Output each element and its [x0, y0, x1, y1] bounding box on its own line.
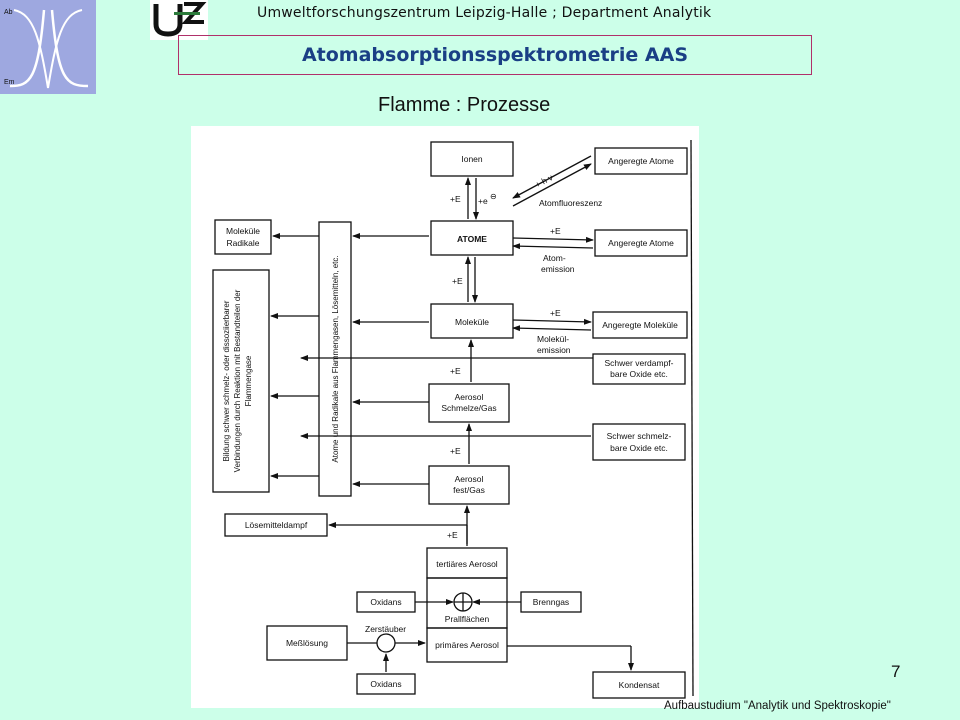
label-oxidans-top: Oxidans	[370, 597, 401, 607]
label-left-tall-1: Bildung schwer schmelz- oder dissoziierb…	[222, 300, 231, 461]
box-aerosol-schmelze	[428, 383, 510, 423]
label-ionen: Ionen	[461, 154, 483, 164]
box-angeregte-atome-1	[594, 147, 688, 175]
label-prallflaechen: Prallflächen	[445, 614, 490, 624]
box-molekuele-radikale	[214, 219, 272, 255]
label-loesemitteldampf: Lösemitteldampf	[245, 520, 308, 530]
label-atomemission-1: Atom-	[543, 253, 566, 263]
slide-title: Atomabsorptionsspektrometrie AAS	[301, 44, 689, 66]
label-molekuele: Moleküle	[455, 317, 489, 327]
label-oxidans-bottom: Oxidans	[370, 679, 401, 689]
box-loesemitteldampf	[224, 513, 328, 537]
label-plus-e-4: +E	[450, 446, 461, 456]
label-primaer: primäres Aerosol	[435, 640, 499, 650]
box-angeregte-atome-2	[594, 229, 688, 257]
box-kondensat	[592, 671, 686, 699]
label-schwer-schmelz-2: bare Oxide etc.	[610, 443, 668, 453]
box-schwer-verdampf	[592, 353, 686, 385]
box-oxidans-bottom	[356, 673, 416, 695]
label-molekuelemission-1: Molekül-	[537, 334, 569, 344]
label-left-tall-2: Verbindungen durch Reaktion mit Bestandt…	[233, 289, 242, 472]
label-plus-e-5: +E	[447, 530, 458, 540]
institute-header: Umweltforschungszentrum Leipzig-Halle ; …	[257, 5, 712, 21]
logo-label-bottom: Em	[4, 79, 15, 86]
label-atome: ATOME	[457, 234, 487, 244]
label-schwer-verdampf-2: bare Oxide etc.	[610, 369, 668, 379]
label-plus-e-minus: +e	[478, 196, 488, 206]
label-tertiaer: tertiäres Aerosol	[436, 559, 498, 569]
label-plus-e-6: +E	[550, 226, 561, 236]
footer-course: Aufbaustudium "Analytik und Spektroskopi…	[664, 700, 891, 712]
box-primaer	[426, 627, 508, 663]
label-aerosol-schmelze-2: Schmelze/Gas	[441, 403, 496, 413]
label-aerosol-fest-1: Aerosol	[455, 474, 484, 484]
label-angeregte-molekuele: Angeregte Moleküle	[602, 320, 678, 330]
flame-process-diagram: Ionen ATOME Moleküle Aerosol Schmelze/Ga…	[191, 126, 699, 708]
label-molekuele-radikale-2: Radikale	[226, 238, 259, 248]
label-minus-sign: ⊖	[490, 192, 497, 201]
label-kondensat: Kondensat	[619, 680, 660, 690]
label-plus-e-7: +E	[550, 308, 561, 318]
label-schwer-verdampf-1: Schwer verdampf-	[605, 358, 674, 368]
label-left-tall-3: Flammengase	[244, 355, 253, 406]
label-zerstaeuber: Zerstäuber	[365, 624, 406, 634]
label-aerosol-schmelze-1: Aerosol	[455, 392, 484, 402]
label-plus-e-2: +E	[452, 276, 463, 286]
label-angeregte-atome-2: Angeregte Atome	[608, 238, 674, 248]
label-h-nu: + h ν	[533, 172, 554, 190]
label-atomemission-2: emission	[541, 264, 575, 274]
box-mid-tall	[318, 221, 352, 497]
label-molekuele-radikale-1: Moleküle	[226, 226, 260, 236]
slide-subtitle: Flamme : Prozesse	[378, 94, 551, 116]
label-messloesung: Meßlösung	[286, 638, 328, 648]
label-brenngas: Brenngas	[533, 597, 569, 607]
label-angeregte-atome-1: Angeregte Atome	[608, 156, 674, 166]
process-flow-chart: Ionen ATOME Moleküle Aerosol Schmelze/Ga…	[212, 139, 694, 699]
label-aerosol-fest-2: fest/Gas	[453, 485, 485, 495]
box-molekuele	[430, 303, 514, 339]
label-molekuelemission-2: emission	[537, 345, 571, 355]
label-mid-tall: Atome und Radikale aus Flammengasen, Lös…	[331, 255, 340, 462]
box-aerosol-fest	[428, 465, 510, 505]
label-plus-e-3: +E	[450, 366, 461, 376]
ufz-logo	[150, 0, 208, 40]
box-angeregte-molekuele	[592, 311, 688, 339]
ufz-department-logo: Ab Em	[0, 0, 96, 94]
box-schwer-schmelz	[592, 423, 686, 461]
page-number: 7	[891, 662, 901, 681]
logo-label-top: Ab	[4, 9, 13, 16]
box-left-tall	[212, 269, 270, 493]
slide-title-box: Atomabsorptionsspektrometrie AAS	[178, 35, 812, 75]
spectral-line-icon: Ab Em	[0, 0, 96, 94]
label-schwer-schmelz-1: Schwer schmelz-	[607, 431, 672, 441]
label-atomfluoreszenz: Atomfluoreszenz	[539, 198, 602, 208]
box-ionen	[430, 141, 514, 177]
label-plus-e-1: +E	[450, 194, 461, 204]
